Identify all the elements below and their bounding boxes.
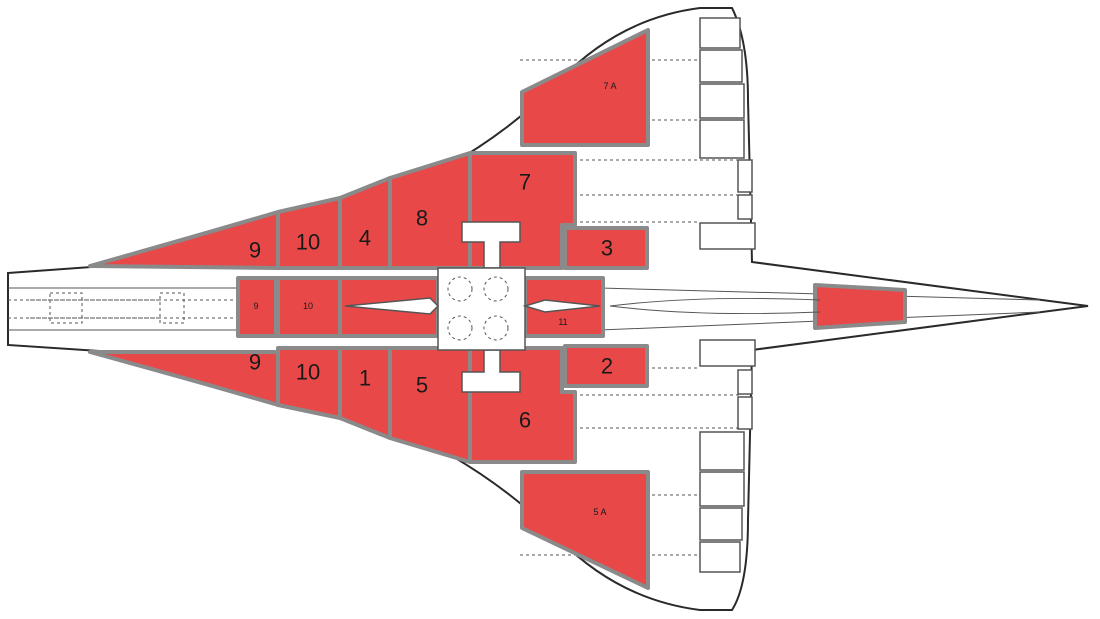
fuselage-inner-line: [8, 299, 240, 319]
elevons-bottom: [699, 339, 756, 573]
tank-9-top: [88, 210, 280, 270]
label-tank-9-bottom: 9: [249, 350, 261, 375]
tank-3: [563, 226, 649, 270]
label-tank-9-top: 9: [249, 238, 261, 263]
label-tank-7a: 7 A: [603, 81, 616, 91]
label-tank-2: 2: [601, 354, 613, 379]
label-tank-3: 3: [601, 236, 613, 261]
label-tank-5a: 5 A: [593, 507, 606, 517]
centre-wing-box: [437, 221, 526, 393]
label-tank-4: 4: [359, 226, 371, 251]
label-tank-10-center: 10: [303, 301, 313, 311]
tank-1: [338, 346, 392, 440]
label-tank-10-top: 10: [296, 230, 320, 255]
tank-7a: [520, 28, 650, 147]
elevons-top: [699, 17, 756, 250]
tank-labels: 7 A 7 8 4 10 9 3 9 10 11 2 9 10 1 5 6 5 …: [249, 81, 617, 517]
fuselage-spine-aft: [522, 299, 601, 313]
label-tank-9-center: 9: [253, 301, 258, 311]
label-tank-8: 8: [416, 206, 428, 231]
label-tank-6: 6: [519, 408, 531, 433]
tank-8: [388, 151, 472, 270]
tank-5a: [520, 470, 650, 590]
nose-body: [609, 297, 821, 315]
label-tank-7: 7: [519, 170, 531, 195]
tank-4: [338, 176, 392, 270]
label-tank-5: 5: [416, 373, 428, 398]
tank-5: [388, 346, 472, 464]
tank-11-tail: [813, 283, 907, 330]
label-tank-11: 11: [558, 317, 567, 327]
fuselage-spine: [344, 297, 440, 315]
tank-2: [563, 344, 649, 388]
label-tank-1: 1: [359, 366, 371, 391]
tank-10-center: [276, 276, 342, 338]
label-tank-10-bottom: 10: [296, 360, 320, 385]
